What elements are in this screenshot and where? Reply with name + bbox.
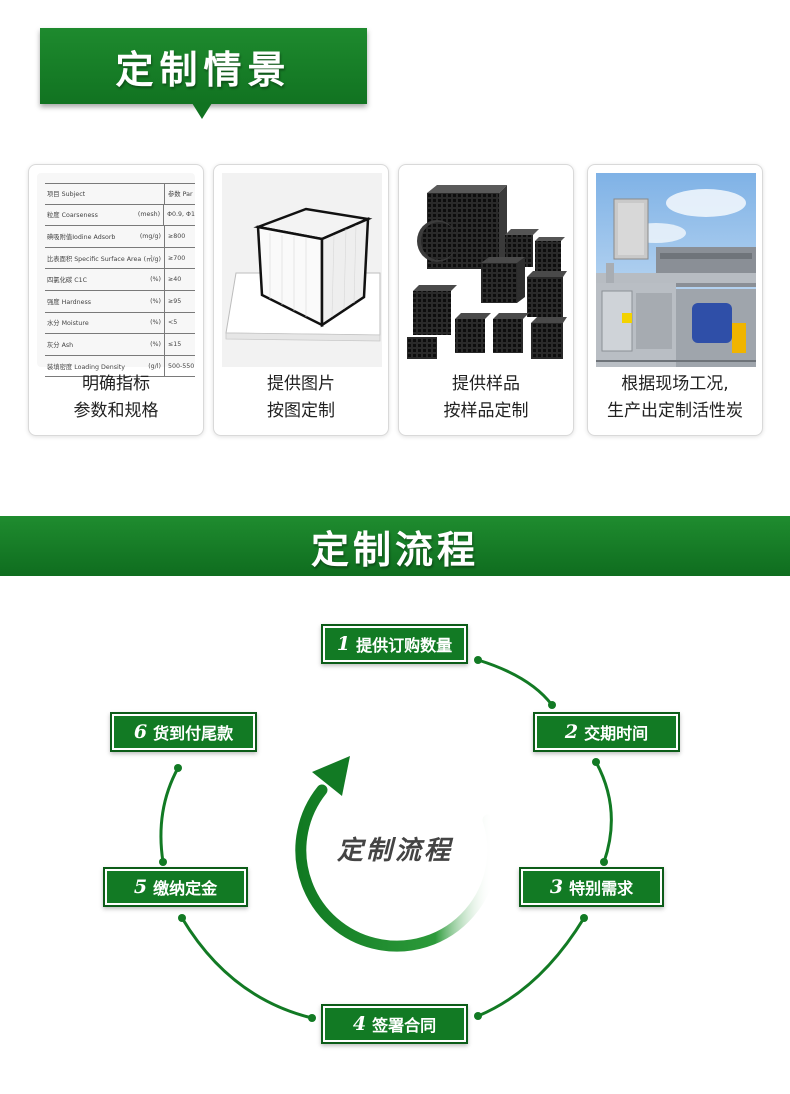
spec-name: 比表面积 Specific Surface Area xyxy=(47,255,142,263)
spec-row: 项目 Subject 参数 Par xyxy=(45,183,195,205)
card-caption: 提供样品 按样品定制 xyxy=(399,371,573,425)
spec-unit: (mg/g) xyxy=(135,226,165,247)
caption-line: 按图定制 xyxy=(267,401,335,421)
spec-row: 水分 Moisture (%)<5 xyxy=(45,312,195,335)
spec-row: 粒度 Coarseness (mesh)Φ0.9, Φ1 xyxy=(45,204,195,227)
caption-line: 根据现场工况, xyxy=(621,374,729,394)
spec-unit: (%) xyxy=(135,269,165,290)
center-cycle-label: 定制流程 xyxy=(336,836,453,866)
spec-name: 强度 Hardness xyxy=(47,298,92,306)
caption-line: 提供样品 xyxy=(452,374,520,394)
industrial-site-image xyxy=(596,173,756,367)
spec-value: ≥95 xyxy=(168,297,182,305)
spec-name: 项目 Subject xyxy=(47,191,86,199)
spec-name: 碘吸附值Iodine Adsorb xyxy=(47,233,116,241)
spec-name: 粒度 Coarseness xyxy=(47,212,98,220)
spec-name: 水分 Moisture xyxy=(47,320,89,328)
step-number: 1 xyxy=(336,633,351,655)
spec-value: <5 xyxy=(168,319,178,327)
step-label: 提供订购数量 xyxy=(356,636,453,655)
step-number: 2 xyxy=(564,721,579,743)
step-label: 签署合同 xyxy=(372,1016,437,1035)
spec-unit: (㎡/g) xyxy=(135,247,165,269)
step-label: 货到付尾款 xyxy=(153,724,234,743)
caption-line: 生产出定制活性炭 xyxy=(607,401,743,421)
spec-table-image: 项目 Subject 参数 Par 粒度 Coarseness (mesh)Φ0.9,… xyxy=(37,173,195,378)
step-1-order-quantity[interactable]: 1 提供订购数量 xyxy=(321,624,468,664)
spec-value: 参数 Par xyxy=(168,191,193,199)
card-specifications[interactable]: 项目 Subject 参数 Par 粒度 Coarseness (mesh)Φ0.9,… xyxy=(28,164,204,436)
spec-unit: (%) xyxy=(135,312,165,334)
step-6-pay-balance[interactable]: 6 货到付尾款 xyxy=(110,712,257,752)
spec-row: 灰分 Ash (%)≤15 xyxy=(45,334,195,356)
section-banner-title: 定制流程 xyxy=(310,527,479,572)
step-label: 交期时间 xyxy=(584,724,649,743)
flow-connectors xyxy=(159,658,613,1020)
spec-unit xyxy=(135,184,165,204)
step-2-delivery-time[interactable]: 2 交期时间 xyxy=(533,712,680,752)
spec-name: 灰分 Ash xyxy=(47,341,74,349)
caption-line: 提供图片 xyxy=(267,374,335,394)
section-title-text: 定制情景 xyxy=(115,47,292,92)
cycle-arrow-ring xyxy=(295,784,499,952)
section-title-custom-scenarios: 定制情景 xyxy=(40,28,367,104)
spec-value: ≥40 xyxy=(168,276,182,284)
spec-row: 碘吸附值Iodine Adsorb (mg/g)≥800 xyxy=(45,226,195,248)
cycle-arrow-head xyxy=(312,756,350,796)
spec-row: 装填密度 Loading Density (g/l)500-550 xyxy=(45,355,195,378)
step-number: 3 xyxy=(549,876,564,898)
spec-unit: (mesh) xyxy=(134,204,165,226)
honeycomb-samples-image xyxy=(407,173,567,367)
step-number: 4 xyxy=(352,1013,367,1035)
spec-unit: (%) xyxy=(135,290,165,312)
step-3-special-requirements[interactable]: 3 特别需求 xyxy=(519,867,664,907)
caption-line: 参数和规格 xyxy=(73,401,159,421)
spec-row: 比表面积 Specific Surface Area(㎡/g)≥700 xyxy=(45,247,195,270)
step-4-sign-contract[interactable]: 4 签署合同 xyxy=(321,1004,468,1044)
card-site-conditions[interactable]: 根据现场工况, 生产出定制活性炭 xyxy=(587,164,763,436)
spec-row: 四氯化碳 C1C (%)≥40 xyxy=(45,269,195,291)
connector-dots xyxy=(159,656,608,1022)
step-5-pay-deposit[interactable]: 5 缴纳定金 xyxy=(103,867,248,907)
card-picture[interactable]: 提供图片 按图定制 xyxy=(213,164,389,436)
spec-value: ≥800 xyxy=(168,232,186,240)
step-number: 6 xyxy=(133,721,148,743)
spec-row: 强度 Hardness (%)≥95 xyxy=(45,290,195,313)
spec-name: 四氯化碳 C1C xyxy=(47,277,87,285)
card-caption: 根据现场工况, 生产出定制活性炭 xyxy=(588,371,762,425)
spec-value: ≥700 xyxy=(168,254,186,262)
card-caption: 提供图片 按图定制 xyxy=(214,371,388,425)
caption-line: 明确指标 xyxy=(82,374,150,394)
spec-table: 项目 Subject 参数 Par 粒度 Coarseness (mesh)Φ0.9,… xyxy=(45,183,195,378)
spec-unit: (g/l) xyxy=(135,355,165,377)
card-caption: 明确指标 参数和规格 xyxy=(29,371,203,425)
title-pointer xyxy=(192,103,212,119)
section-banner-custom-process: 定制流程 xyxy=(0,516,790,576)
spec-value: Φ0.9, Φ1 xyxy=(167,211,195,219)
sketch-cube-image xyxy=(222,173,382,367)
spec-unit: (%) xyxy=(135,334,165,355)
spec-name: 装填密度 Loading Density xyxy=(47,363,125,371)
spec-value: 500-550 xyxy=(168,362,195,370)
step-number: 5 xyxy=(133,876,148,898)
spec-value: ≤15 xyxy=(168,340,182,348)
step-label: 缴纳定金 xyxy=(153,879,218,898)
step-label: 特别需求 xyxy=(569,879,634,898)
caption-line: 按样品定制 xyxy=(443,401,529,421)
card-sample[interactable]: 提供样品 按样品定制 xyxy=(398,164,574,436)
